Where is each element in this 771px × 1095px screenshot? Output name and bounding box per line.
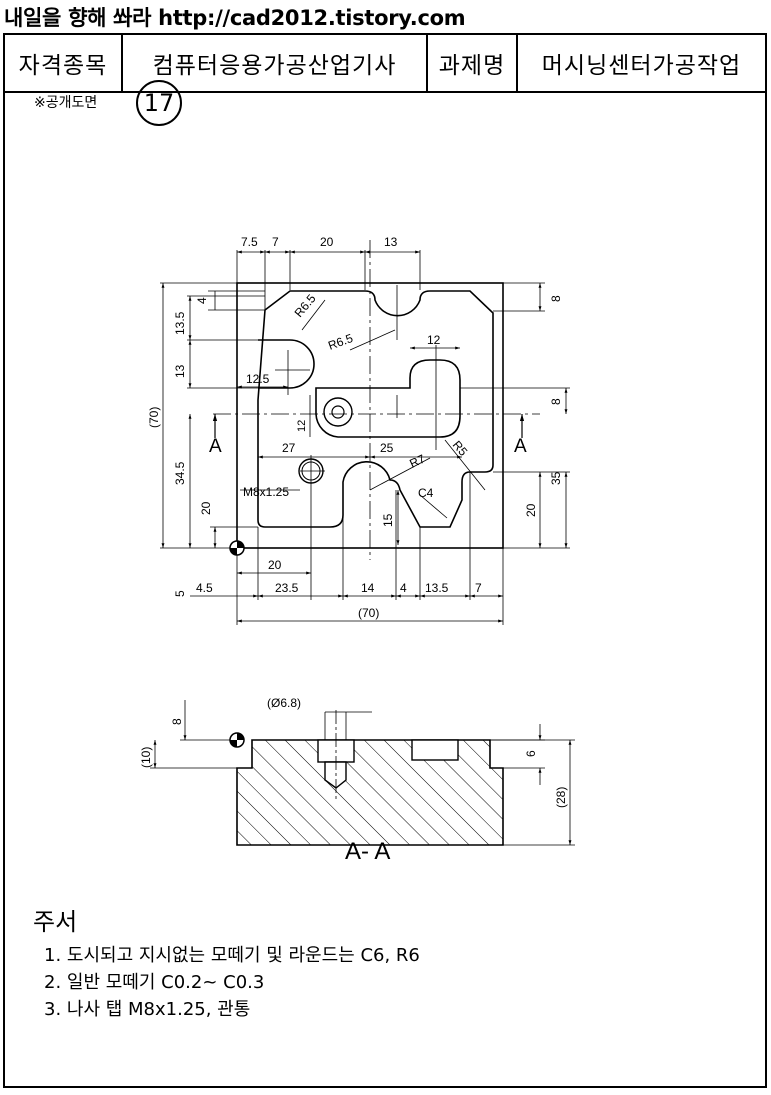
- dim-label: 4.5: [196, 581, 213, 595]
- dim-label: 20: [199, 501, 213, 515]
- dim-label: 20: [524, 503, 538, 517]
- dim-label: 8: [549, 398, 563, 405]
- dim-label: 20: [268, 558, 282, 572]
- dim-label: (Ø6.8): [267, 696, 301, 710]
- section-title: A- A: [345, 838, 391, 865]
- section-marker-right: A: [514, 436, 527, 457]
- dim-label: 13.5: [173, 311, 187, 335]
- dim-label: M8x1.25: [243, 485, 289, 499]
- plan-view: [213, 240, 540, 600]
- note-item: 1. 도시되고 지시없는 모떼기 및 라운드는 C6, R6: [44, 945, 420, 966]
- dim-label: (70): [147, 407, 161, 428]
- dim-label: R7: [407, 451, 427, 470]
- dim-label: (70): [358, 606, 379, 620]
- label-task: 과제명: [428, 35, 518, 91]
- dim-label: 5: [173, 590, 187, 597]
- section-view: [236, 710, 504, 846]
- dim-label: R6.5: [292, 291, 319, 320]
- dim-label: 13: [173, 364, 187, 378]
- dim-label: 8: [549, 295, 563, 302]
- value-task: 머시닝센터가공작업: [541, 53, 742, 79]
- drawing-tag: ※공개도면: [34, 95, 98, 111]
- section-labels: (Ø6.8) 8 (10) 6 (28): [139, 696, 568, 808]
- dim-label: 20: [320, 235, 334, 249]
- dim-label: 27: [282, 441, 296, 455]
- dim-label: (28): [554, 787, 568, 808]
- dim-label: R5: [450, 438, 471, 459]
- drawing-number: 17: [136, 80, 182, 126]
- plan-labels: 7.5 7 20 13 4 13.5 13 (70) 34.5 20 5 8 8…: [147, 235, 563, 620]
- dim-label: 12: [427, 333, 441, 347]
- dim-label: 35: [549, 471, 563, 485]
- dim-label: 4: [400, 581, 407, 595]
- site-header: 내일을 향해 쏴라 http://cad2012.tistory.com: [4, 6, 466, 30]
- plan-dimensions: [160, 250, 570, 625]
- dim-label: 34.5: [173, 461, 187, 485]
- dim-label: 7: [475, 581, 482, 595]
- title-table: 자격종목 컴퓨터응용가공산업기사 과제명 머시닝센터가공작업: [5, 35, 765, 93]
- dim-label: 15: [381, 513, 395, 527]
- dim-label: 25: [380, 441, 394, 455]
- datum-icon: [229, 540, 245, 556]
- notes-title: 주서: [33, 908, 78, 936]
- notes-list: 1. 도시되고 지시없는 모떼기 및 라운드는 C6, R6 2. 일반 모떼기…: [44, 942, 420, 1023]
- dim-label: 23.5: [275, 581, 299, 595]
- datum-icon: [229, 732, 245, 748]
- dim-label: 12.5: [246, 372, 270, 386]
- dim-label: (10): [139, 747, 153, 768]
- dim-label: 12: [296, 420, 308, 432]
- dim-label: 13.5: [425, 581, 449, 595]
- dim-label: C4: [418, 486, 434, 500]
- value-qualification: 컴퓨터응용가공산업기사: [123, 35, 428, 91]
- dim-label: 7.5: [241, 235, 258, 249]
- dim-label: 14: [361, 581, 375, 595]
- label-qualification: 자격종목: [5, 35, 123, 91]
- dim-label: 6: [524, 750, 538, 757]
- section-dimensions: [150, 700, 575, 846]
- drawing-sheet: 자격종목 컴퓨터응용가공산업기사 과제명 머시닝센터가공작업: [3, 33, 767, 1088]
- section-marker-left: A: [209, 436, 222, 457]
- dim-label: 8: [170, 718, 184, 725]
- dim-label: 13: [384, 235, 398, 249]
- note-item: 2. 일반 모떼기 C0.2~ C0.3: [44, 972, 265, 993]
- dim-label: 7: [272, 235, 279, 249]
- dim-label: 4: [195, 297, 209, 304]
- note-item: 3. 나사 탭 M8x1.25, 관통: [44, 999, 251, 1020]
